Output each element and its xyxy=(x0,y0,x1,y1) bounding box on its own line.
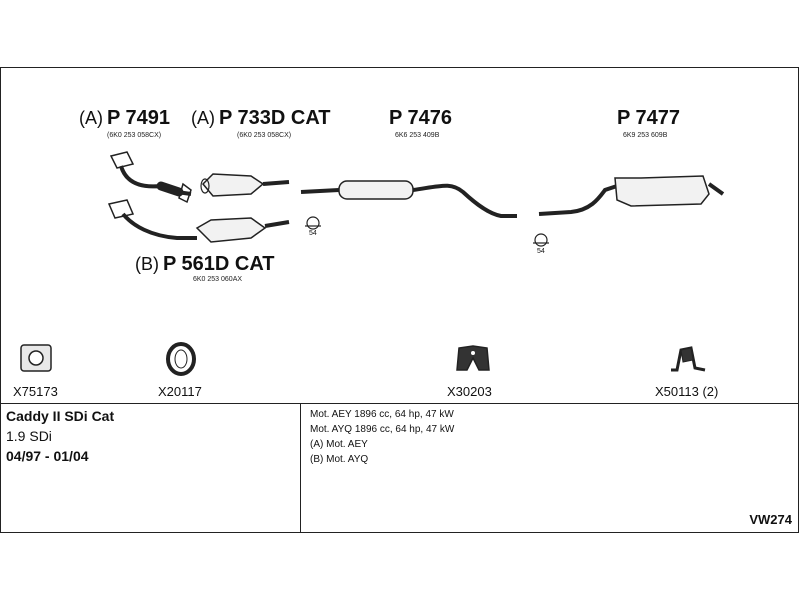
oem-number-p7477: 6K9 253 609B xyxy=(623,132,668,139)
clamp-number-left: 54 xyxy=(309,230,317,237)
hanger-icon xyxy=(671,346,706,372)
part-label-p7491: (A)P 7491 xyxy=(79,107,171,129)
catalyst-p561d-drawing xyxy=(107,199,290,243)
rubber-mount-icon xyxy=(456,345,490,371)
part-number: P 7477 xyxy=(617,107,681,129)
gasket-icon xyxy=(20,344,52,372)
part-label-p7476: P 7476 xyxy=(389,107,452,130)
variant-note: (A) Mot. AEY xyxy=(310,439,368,450)
engine-note: Mot. AEY 1896 cc, 64 hp, 47 kW xyxy=(310,409,454,420)
accessory-code-x30203: X30203 xyxy=(447,384,492,399)
vehicle-years: 04/97 - 01/04 xyxy=(6,448,89,464)
vehicle-name: Caddy II SDi Cat xyxy=(6,408,115,424)
part-number: P 7491 xyxy=(107,107,171,129)
oem-number-p7491: (6K0 253 058CX) xyxy=(107,132,162,139)
part-label-p733d: (A)P 733D CAT xyxy=(191,107,331,129)
clamp-left-drawing xyxy=(305,216,321,230)
exhaust-diagram xyxy=(20,151,725,376)
part-number: P 561D CAT xyxy=(163,253,275,275)
divider-horizontal xyxy=(0,403,799,404)
vehicle-engine: 1.9 SDi xyxy=(6,428,52,444)
oem-number-p733d: (6K0 253 058CX) xyxy=(237,132,292,139)
diagram-code: VW274 xyxy=(749,512,792,527)
accessory-code-x50113: X50113 (2) xyxy=(655,384,719,399)
clamp-number-right: 54 xyxy=(537,248,545,255)
middle-silencer-p7476-drawing xyxy=(300,180,517,218)
rear-silencer-p7477-drawing xyxy=(538,175,725,216)
part-number: P 7476 xyxy=(389,107,453,129)
oem-number-p561d: 6K0 253 060AX xyxy=(193,276,243,283)
accessory-code-x75173: X75173 xyxy=(13,384,58,399)
divider-vertical xyxy=(300,403,301,533)
accessory-code-x20117: X20117 xyxy=(158,384,202,399)
engine-note: Mot. AYQ 1896 cc, 64 hp, 47 kW xyxy=(310,424,455,435)
front-pipe-p7491-drawing xyxy=(109,151,192,204)
diagram-frame: (A)P 7491 (6K0 253 058CX) (A)P 733D CAT … xyxy=(0,67,799,533)
part-label-p7477: P 7477 xyxy=(617,107,680,130)
part-label-p561d: (B)P 561D CAT xyxy=(135,253,275,275)
part-number: P 733D CAT xyxy=(219,107,331,129)
ring-icon xyxy=(166,342,196,376)
catalyst-p733d-drawing xyxy=(200,173,290,197)
oem-number-p7476: 6K6 253 409B xyxy=(395,132,440,139)
clamp-right-drawing xyxy=(533,233,549,247)
variant-note: (B) Mot. AYQ xyxy=(310,454,369,465)
